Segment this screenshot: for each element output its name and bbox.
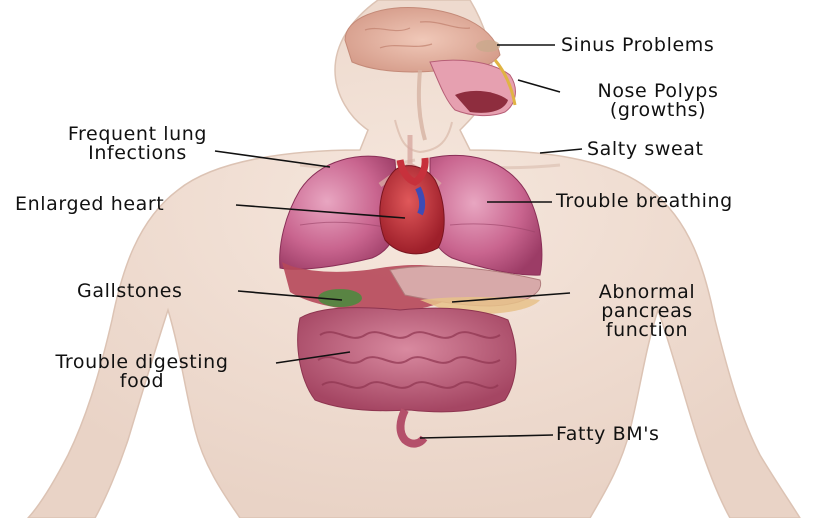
label-lung-line2: Infections — [30, 144, 245, 163]
label-salty-sweat: Salty sweat — [587, 140, 704, 159]
leader-line-sweat — [540, 149, 582, 153]
label-gallstones: Gallstones — [77, 282, 183, 301]
label-digest-line2: food — [12, 372, 272, 391]
label-trouble-breathing: Trouble breathing — [556, 192, 733, 211]
label-nose-polyps-line2: (growths) — [560, 101, 756, 120]
label-frequent-lung-infections: Frequent lung Infections — [30, 125, 245, 163]
label-enlarged-heart: Enlarged heart — [15, 195, 164, 214]
label-sinus-problems: Sinus Problems — [561, 36, 714, 55]
label-abnormal-pancreas-function: Abnormal pancreas function — [568, 283, 726, 340]
label-trouble-digesting-food: Trouble digesting food — [12, 353, 272, 391]
label-nose-polyps: Nose Polyps (growths) — [560, 82, 756, 120]
label-fatty-bms: Fatty BM's — [556, 425, 660, 444]
label-pancreas-line3: function — [568, 321, 726, 340]
leader-line-nose — [518, 80, 560, 92]
